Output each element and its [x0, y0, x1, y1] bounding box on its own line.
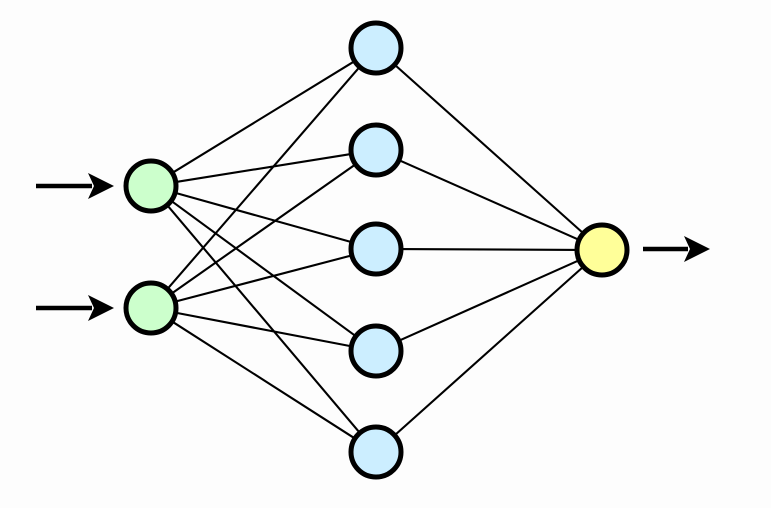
edge-i2-h2	[169, 162, 358, 296]
nodes-group	[123, 20, 630, 480]
edge-h3-o1	[398, 248, 580, 251]
hidden-node-3[interactable]	[348, 221, 404, 277]
edge-h5-o1	[392, 264, 586, 438]
io-arrows-group	[36, 173, 710, 321]
edge-i1-h4	[169, 199, 358, 338]
edge-i1-h5	[165, 203, 362, 435]
edge-h1-o1	[392, 62, 586, 236]
edge-i2-h3	[173, 254, 354, 303]
edges-group	[165, 59, 586, 441]
input-node-1[interactable]	[123, 158, 179, 214]
input-arrow-2	[36, 295, 114, 321]
hidden-node-4[interactable]	[348, 323, 404, 379]
edge-h4-o1	[396, 258, 582, 343]
edge-h2-o1	[396, 158, 582, 242]
output-arrow-1-head-icon	[684, 236, 710, 262]
edge-i2-h1	[165, 65, 362, 291]
hidden-node-1[interactable]	[348, 20, 404, 76]
output-arrow-1	[643, 236, 710, 262]
input-arrow-1	[36, 173, 114, 199]
output-node-1[interactable]	[574, 222, 630, 278]
edge-i2-h4	[173, 311, 354, 348]
edge-i2-h5	[170, 319, 357, 441]
hidden-node-5[interactable]	[348, 424, 404, 480]
edge-i1-h3	[173, 191, 354, 244]
input-arrow-2-head-icon	[88, 295, 114, 321]
input-node-2[interactable]	[123, 280, 179, 336]
edge-i1-h2	[173, 152, 354, 184]
edge-i1-h1	[170, 59, 357, 175]
hidden-node-2[interactable]	[348, 122, 404, 178]
input-arrow-1-head-icon	[88, 173, 114, 199]
